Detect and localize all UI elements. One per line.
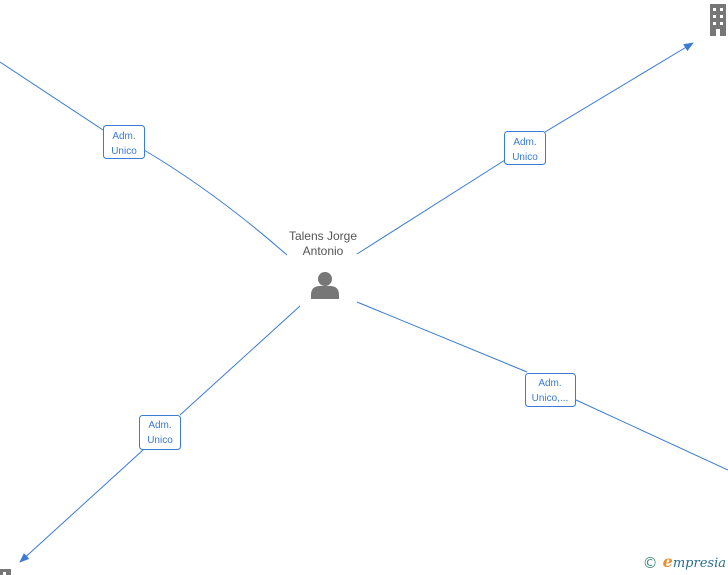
edge-label-line2: Unico,... — [532, 393, 569, 404]
edge-label-line1: Adm. — [538, 378, 561, 389]
edge-label-line1: Adm. — [148, 420, 171, 431]
edge-label-top-left[interactable]: Adm. Unico — [103, 125, 145, 159]
edge-label-line2: Unico — [147, 435, 173, 446]
edge-label-line2: Unico — [111, 146, 137, 157]
brand-logo: empresia — [663, 552, 726, 574]
center-node-name-line1: Talens Jorge — [288, 229, 358, 243]
center-node-name-line2: Antonio — [302, 244, 344, 258]
edge-bottom-left[interactable] — [20, 305, 301, 562]
building-icon[interactable] — [0, 569, 11, 575]
edge-label-top-right[interactable]: Adm. Unico — [504, 131, 546, 165]
edge-label-bottom-right[interactable]: Adm. Unico,... — [525, 373, 576, 407]
center-node-name[interactable]: Talens Jorge Antonio — [262, 229, 384, 259]
footer-brand: © empresia — [642, 552, 726, 574]
edge-top-left — [0, 61, 288, 256]
edge-label-line2: Unico — [512, 152, 538, 163]
edge-label-line1: Adm. — [112, 131, 135, 142]
copyright-icon: © — [642, 554, 658, 572]
building-icon[interactable] — [710, 4, 726, 36]
person-icon[interactable] — [311, 272, 339, 299]
edge-bottom-right — [356, 301, 728, 471]
edge-top-right[interactable] — [356, 43, 693, 255]
edge-label-bottom-left[interactable]: Adm. Unico — [139, 415, 181, 450]
brand-logo-rest: mpresia — [672, 556, 726, 571]
edge-label-line1: Adm. — [513, 137, 536, 148]
brand-logo-initial: e — [662, 552, 673, 571]
